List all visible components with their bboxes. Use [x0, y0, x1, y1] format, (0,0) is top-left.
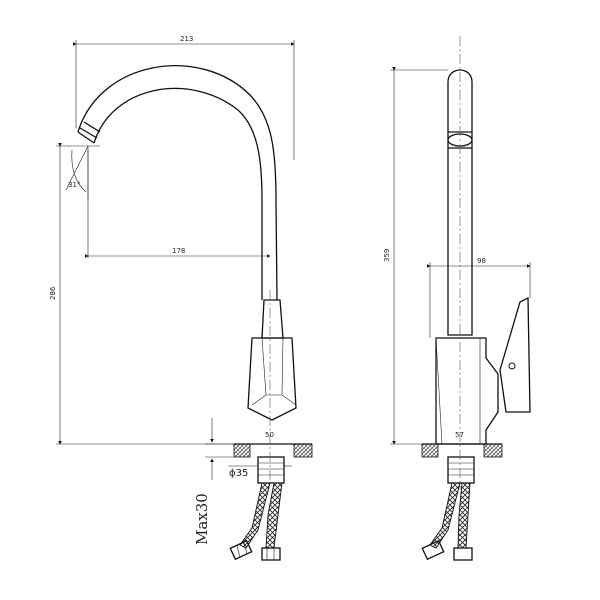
dim-reach-label: 178: [172, 247, 185, 255]
side-view: [422, 36, 530, 560]
dim-height-label: 286: [49, 286, 57, 300]
side-lever-pivot: [509, 363, 515, 369]
front-base-right: [294, 444, 312, 457]
front-spout-outer: [78, 66, 277, 300]
front-lever: [262, 300, 283, 338]
front-body: [248, 338, 296, 420]
dim-max-thickness-label: Max30: [193, 493, 211, 545]
dim-side-height-label: 359: [383, 249, 391, 262]
side-hose-right: [458, 483, 470, 548]
side-hose-nut-right: [454, 548, 472, 560]
side-dimensions: 359 98 57: [383, 70, 530, 444]
dim-hole-diameter-label: ϕ35: [229, 468, 248, 479]
front-body-detail: [252, 338, 296, 405]
front-shank: [258, 457, 284, 483]
side-base-right: [484, 444, 502, 457]
front-spout-tip: [78, 122, 100, 143]
front-spout-inner: [94, 88, 262, 300]
side-hose-left: [430, 483, 460, 548]
dim-base-label: 50: [265, 431, 274, 439]
front-base-left: [234, 444, 250, 457]
front-dimensions: 213 178 286 31° 50 Max30 ϕ35: [49, 35, 294, 545]
dim-width-label: 213: [180, 35, 193, 43]
front-view: [78, 66, 312, 560]
front-shank-lines: [258, 463, 284, 475]
side-body-inner: [436, 338, 480, 444]
dim-side-depth-label: 98: [477, 257, 486, 265]
front-hose-right: [266, 483, 282, 548]
front-hose-left: [240, 483, 270, 548]
side-shank: [448, 457, 474, 483]
dim-angle-label: 31°: [68, 181, 80, 189]
side-hose-nut-left: [422, 541, 443, 559]
front-hose-nut-right: [262, 548, 280, 560]
side-lever: [500, 298, 530, 412]
side-base-left: [422, 444, 438, 457]
side-body: [436, 338, 498, 444]
dim-side-base-label: 57: [455, 431, 464, 439]
front-hose-nut-left: [230, 541, 251, 559]
